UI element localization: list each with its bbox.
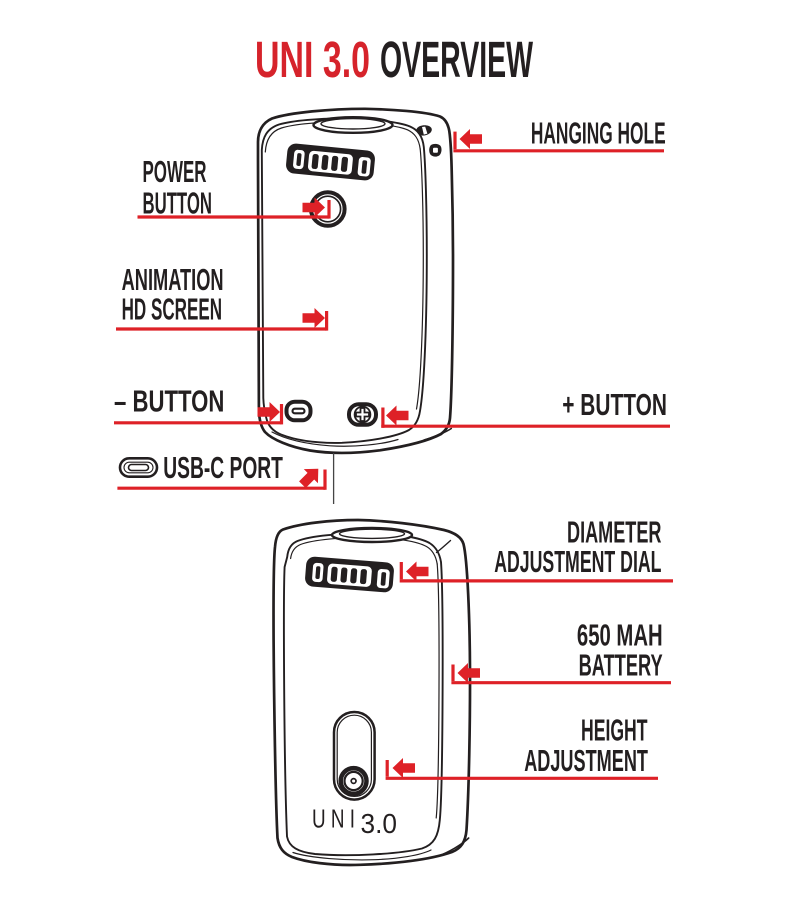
svg-text:BATTERY: BATTERY: [579, 647, 663, 682]
svg-text:HANGING HOLE: HANGING HOLE: [531, 115, 666, 150]
svg-text:OVERVIEW: OVERVIEW: [380, 31, 533, 88]
svg-text:3.0: 3.0: [361, 808, 398, 839]
svg-text:650 MAH: 650 MAH: [577, 618, 663, 653]
svg-text:ADJUSTMENT: ADJUSTMENT: [524, 743, 648, 778]
svg-text:DIAMETER: DIAMETER: [567, 515, 662, 550]
svg-text:HEIGHT: HEIGHT: [581, 713, 648, 748]
svg-text:HD SCREEN: HD SCREEN: [122, 292, 222, 327]
svg-text:POWER: POWER: [143, 154, 207, 189]
svg-text:+ BUTTON: + BUTTON: [562, 387, 667, 422]
svg-text:BUTTON: BUTTON: [143, 186, 213, 221]
svg-text:U N I: U N I: [312, 804, 355, 834]
svg-text:UNI 3.0: UNI 3.0: [255, 31, 370, 88]
svg-text:ANIMATION: ANIMATION: [122, 262, 224, 297]
svg-text:ADJUSTMENT DIAL: ADJUSTMENT DIAL: [494, 544, 661, 579]
svg-text:– BUTTON: – BUTTON: [114, 383, 224, 418]
svg-text:USB-C PORT: USB-C PORT: [163, 450, 283, 485]
